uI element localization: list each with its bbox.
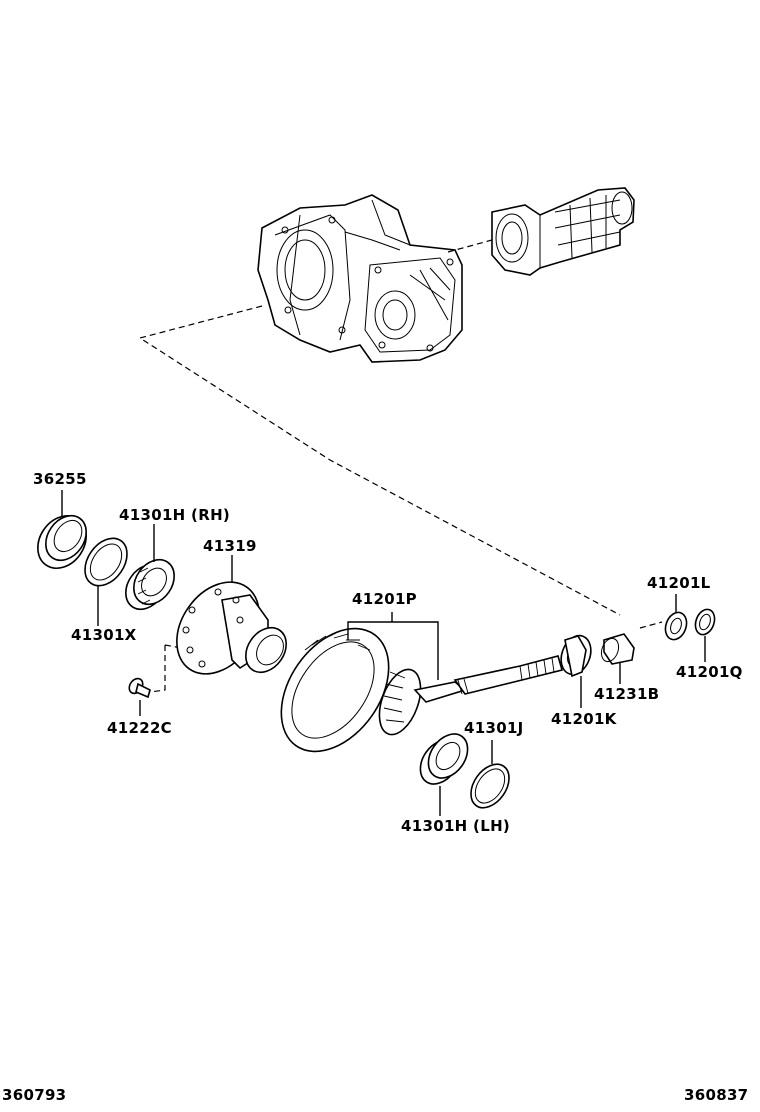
label-41231B: 41231B [594,685,660,703]
label-41301J: 41301J [464,719,524,737]
footer-right-code: 360837 [684,1086,749,1104]
footer-left-code: 360793 [2,1086,67,1104]
leader-lines [61,490,706,816]
extension-housing-drawing [491,187,635,276]
label-41201L: 41201L [647,574,711,592]
part-41201P-ring-pinion-gear [280,627,563,753]
transfer-case-housing-drawing [257,194,463,363]
part-36255-oil-seal [37,514,87,569]
part-41319-differential-case [176,581,287,675]
label-41201Q: 41201Q [676,663,743,681]
part-41222C-bolt [128,677,151,699]
part-41201K-bearing [560,634,592,678]
part-41301H-LH-bearing [419,733,469,785]
part-41201L-washer [664,611,688,641]
label-41201P: 41201P [352,590,417,608]
label-36255: 36255 [33,470,87,488]
part-41201Q-bearing [694,608,716,636]
label-41201K: 41201K [551,710,617,728]
label-41319: 41319 [203,537,257,555]
part-41301X-shim [84,537,128,587]
label-41301X: 41301X [71,626,137,644]
part-41301H-RH-bearing [125,558,175,611]
label-41222C: 41222C [107,719,172,737]
label-41301H-RH: 41301H (RH) [119,506,231,524]
part-41231B-spacer [600,633,635,665]
part-41301J-shim [470,763,510,809]
label-41301H-LH: 41301H (LH) [401,817,511,835]
